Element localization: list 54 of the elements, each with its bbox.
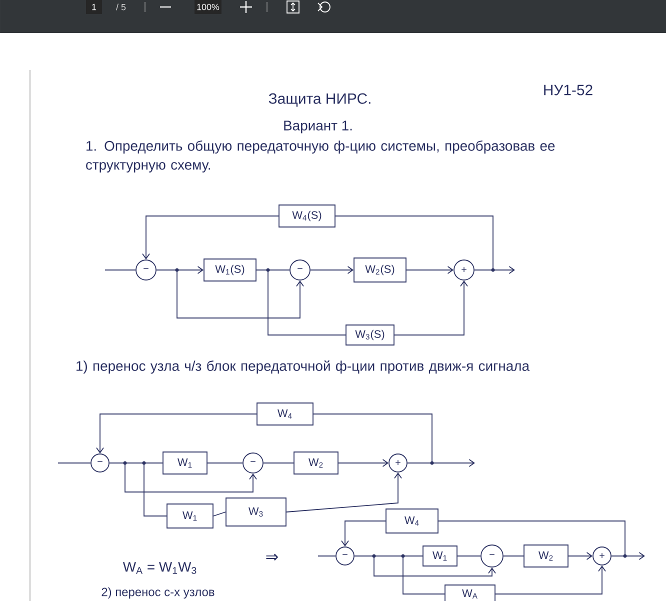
signal-line bbox=[335, 216, 494, 270]
variant-heading: Вариант 1. bbox=[284, 120, 352, 134]
arrow bbox=[286, 472, 402, 512]
transfer-block: W$_{1}$ bbox=[422, 546, 458, 566]
transfer-block: W$_{4}$ bbox=[256, 402, 314, 426]
summing-junction: − bbox=[136, 260, 156, 280]
signal-line bbox=[438, 520, 626, 556]
task-text: 1) перенос узла ч/з блок передаточной ф-ции против движ-я сигнала bbox=[76, 360, 530, 374]
transfer-block: W$_{3}$(S) bbox=[346, 324, 394, 346]
task-text: 2) перенос с-х узлов bbox=[102, 587, 214, 599]
signal-line bbox=[213, 512, 226, 516]
transfer-block: W$_{1}$ bbox=[166, 504, 214, 528]
transfer-block: W$_{2}$ bbox=[524, 544, 568, 568]
signal-line bbox=[354, 556, 445, 594]
summing-junction: − bbox=[242, 452, 264, 474]
summing-junction: − bbox=[480, 544, 504, 568]
arrow bbox=[341, 520, 386, 547]
signal-line bbox=[263, 462, 294, 464]
transfer-block: W$_{4}$ bbox=[386, 508, 438, 534]
task-text: 1. Определить общую передаточную ф-цию системы, преобразовав ее структурную схему. bbox=[86, 140, 555, 172]
signal-line bbox=[313, 414, 432, 464]
transfer-block: W$_{3}$ bbox=[226, 498, 286, 526]
equation: W$_{A}$ = W$_{1}$W$_{3}$ bbox=[122, 562, 196, 574]
arrow bbox=[142, 216, 279, 260]
arrow bbox=[406, 266, 454, 274]
transfer-block: W$_{2}$ bbox=[294, 452, 338, 474]
implies-sign: ⇒ bbox=[266, 554, 278, 561]
transfer-block: W$_{1}$ bbox=[162, 452, 208, 474]
arrow bbox=[495, 565, 606, 594]
summing-junction: + bbox=[592, 546, 612, 566]
transfer-block: W$_{2}$(S) bbox=[354, 258, 406, 282]
signal-line bbox=[207, 462, 243, 464]
page-count: / 5 bbox=[116, 4, 126, 10]
summing-junction: + bbox=[388, 454, 408, 472]
transfer-block: W$_{A}$ bbox=[444, 584, 496, 601]
transfer-block: W$_{4}$(S) bbox=[278, 204, 336, 228]
zoom-level-field: 100% bbox=[194, 0, 222, 14]
summing-junction: − bbox=[290, 260, 310, 280]
summing-junction: − bbox=[336, 546, 354, 566]
summing-junction: − bbox=[90, 454, 110, 472]
arrow bbox=[96, 414, 257, 454]
group-code: НУ1-52 bbox=[544, 84, 592, 96]
arrow bbox=[394, 280, 468, 336]
signal-line bbox=[58, 462, 91, 464]
arrow bbox=[568, 552, 593, 560]
transfer-block: W$_{1}$(S) bbox=[204, 258, 256, 282]
summing-junction: + bbox=[454, 260, 474, 280]
title: Защита НИРС. bbox=[268, 93, 370, 107]
signal-line bbox=[109, 462, 167, 516]
arrow bbox=[156, 270, 304, 318]
arrow bbox=[338, 459, 389, 467]
page-number-field: 1 bbox=[86, 0, 102, 14]
arrow bbox=[310, 266, 354, 274]
signal-line bbox=[256, 270, 346, 336]
